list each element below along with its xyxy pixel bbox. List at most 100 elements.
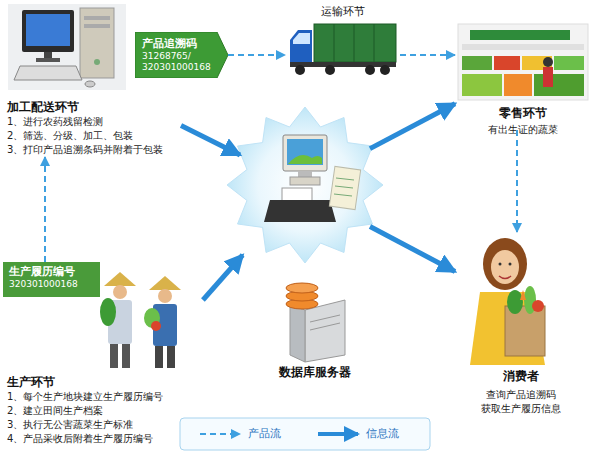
drawing-part	[104, 272, 136, 286]
processing-stage: 加工配送环节1、进行农药残留检测2、筛选、分级、加工、包装3、打印产品追溯条码并…	[3, 2, 181, 157]
tag-number: 31268765/ 320301000168	[142, 51, 208, 73]
drawing-part	[22, 10, 74, 52]
drawing-part	[335, 186, 353, 188]
drawing-part	[288, 155, 322, 164]
step-text: 1、每个生产地块建立生产履历编号	[7, 390, 218, 404]
drawing-part	[8, 4, 126, 90]
drawing-part	[26, 14, 70, 46]
stage-heading: 数据库服务器	[262, 364, 368, 380]
drawing-part	[520, 290, 526, 300]
drawing-part	[290, 305, 305, 362]
stage-heading: 消费者	[455, 368, 587, 384]
drawing-part	[286, 283, 318, 293]
drawing-part	[354, 24, 355, 62]
drawing-part	[286, 299, 318, 309]
info-flow-arrow	[370, 104, 455, 149]
step-text: 3、执行无公害蔬菜生产标准	[7, 418, 218, 432]
drawing-part	[509, 263, 512, 266]
drawing-part	[14, 66, 82, 80]
tag-title: 生产履历编号	[9, 265, 100, 279]
stage-heading: 加工配送环节	[7, 99, 181, 115]
truck-picture	[290, 24, 396, 75]
drawing-part	[522, 56, 552, 70]
drawing-part	[144, 308, 160, 328]
record-number-tag: 生产履历编号320301000168	[3, 262, 100, 297]
drawing-part	[295, 65, 305, 75]
drawing-part	[365, 65, 375, 75]
drawing-part	[153, 304, 177, 346]
product-flow-arrow	[228, 54, 285, 56]
drawing-part	[286, 291, 318, 301]
drawing-part	[470, 292, 545, 365]
drawing-part	[462, 56, 492, 70]
drawing-part	[227, 107, 383, 263]
drawing-part	[155, 346, 163, 368]
info-flow-arrow	[181, 126, 240, 156]
drawing-part	[149, 276, 181, 290]
tag-shape	[135, 32, 228, 78]
drawing-part	[282, 188, 312, 202]
database-server: 数据库服务器	[262, 282, 368, 382]
drawing-part	[494, 56, 520, 70]
drawing-part	[44, 52, 52, 58]
drawing-part	[293, 33, 310, 44]
drawing-part	[298, 171, 312, 177]
drawing-part	[314, 24, 396, 62]
drawing-part	[554, 56, 584, 70]
drawing-part	[462, 44, 584, 50]
stage-heading: 生产环节	[7, 374, 218, 390]
drawing-part	[110, 344, 118, 368]
legend-text: 产品流	[248, 427, 281, 441]
production-stage: 生产环节1、每个生产地块建立生产履历编号2、建立田间生产档案3、执行无公害蔬菜生…	[3, 300, 218, 458]
supermarket-picture	[458, 24, 588, 100]
drawing-part	[543, 67, 553, 87]
trace-code-tag: 产品追溯码31268765/ 320301000168	[135, 32, 228, 78]
drawing-part	[336, 178, 354, 180]
product-flow-arrow	[516, 130, 518, 232]
stage-heading: 零售环节	[455, 105, 590, 121]
drawing-part	[380, 65, 390, 75]
drawing-part	[534, 74, 584, 96]
drawing-part	[167, 346, 175, 368]
hub-burst	[227, 107, 383, 263]
step-text: 2、建立田间生产档案	[7, 404, 218, 418]
legend-text: 信息流	[366, 427, 399, 441]
drawing-part	[84, 16, 110, 20]
drawing-part	[100, 298, 116, 326]
drawing-part	[85, 81, 95, 87]
drawing-part	[334, 194, 352, 196]
drawing-part	[108, 300, 132, 344]
product-flow-arrow	[44, 157, 46, 262]
legend-frame	[180, 418, 430, 450]
tag-number: 320301000168	[9, 279, 75, 290]
drawing-part	[158, 289, 172, 303]
drawing-part	[532, 300, 544, 312]
drawing-part	[543, 57, 553, 67]
drawing-part	[287, 139, 323, 165]
drawing-part	[80, 8, 114, 78]
step-text: 3、打印产品追溯条码并附着于包装	[7, 143, 181, 157]
farmers-picture	[100, 272, 181, 368]
tag-title: 产品追溯码	[142, 37, 228, 51]
drawing-part	[462, 74, 502, 96]
drawing-part	[458, 24, 588, 100]
drawing-part	[283, 135, 327, 171]
consumer: 消费者查询产品追溯码 获取生产履历信息	[455, 232, 587, 422]
drawing-part	[507, 290, 523, 314]
drawing-part	[310, 323, 340, 330]
server-picture	[286, 283, 345, 362]
drawing-part	[470, 30, 570, 40]
drawing-part	[505, 306, 545, 356]
info-flow-arrow	[203, 255, 243, 300]
drawing-part	[504, 74, 532, 96]
drawing-part	[290, 62, 396, 67]
drawing-part	[310, 315, 340, 322]
drawing-part	[84, 24, 110, 28]
transport-stage: 运输环节	[285, 4, 400, 82]
drawing-part	[524, 286, 536, 314]
drawing-part	[334, 24, 335, 62]
step-text: 1、进行农药残留检测	[7, 115, 181, 129]
central-hub	[240, 115, 370, 255]
step-text: 2、筛选、分级、加工、包装	[7, 129, 181, 143]
